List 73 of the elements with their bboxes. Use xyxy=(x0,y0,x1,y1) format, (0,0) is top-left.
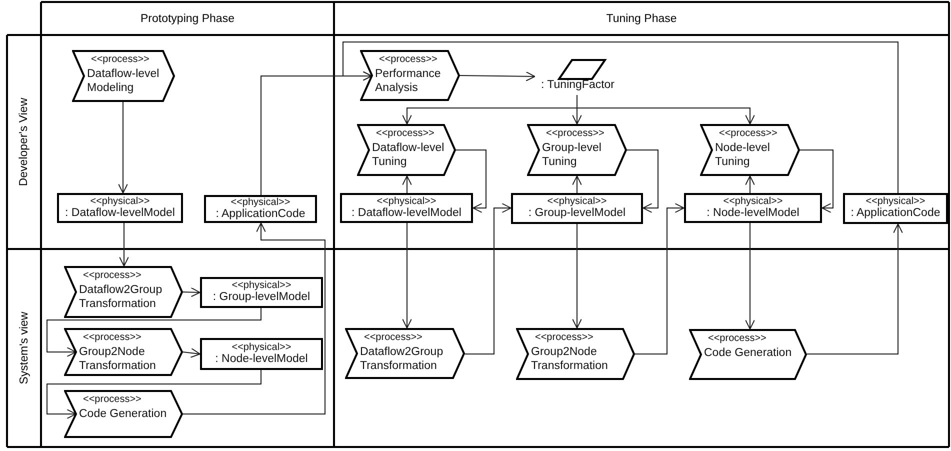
object-box xyxy=(200,338,323,370)
arrow xyxy=(182,222,326,414)
object-box xyxy=(511,193,643,224)
stereotype-label: <<process>> xyxy=(90,55,150,65)
arrow xyxy=(182,287,200,298)
object-box xyxy=(200,277,323,308)
object-name: : Group-levelModel xyxy=(528,207,626,220)
arrow xyxy=(46,370,262,419)
arrow xyxy=(119,222,129,266)
arrow xyxy=(634,203,684,354)
stereotype-label: <<process>> xyxy=(534,333,594,343)
process-name: Code Generation xyxy=(79,407,168,421)
object-box xyxy=(684,193,822,223)
arrow xyxy=(572,224,582,328)
process-name: Node-level Tuning xyxy=(715,141,771,169)
arrow xyxy=(626,150,658,213)
arrow xyxy=(182,348,200,358)
object-name: : Node-levelModel xyxy=(215,352,308,366)
object-name: : Dataflow-levelModel xyxy=(65,206,175,220)
arrow xyxy=(572,176,582,194)
process-name: Group-level Tuning xyxy=(542,141,602,169)
object-box xyxy=(204,195,317,223)
stereotype-label: <<process>> xyxy=(82,333,142,343)
stereotype-label: <<physical>> xyxy=(866,197,926,207)
arrow xyxy=(342,42,898,194)
process-name: Performance Analysis xyxy=(375,67,442,95)
process-name: Group2Node Transformation xyxy=(79,345,157,373)
stereotype-label: <<process>> xyxy=(375,129,436,139)
stereotype-label: <<process>> xyxy=(82,395,142,405)
object-name: : ApplicationCode xyxy=(850,207,940,220)
lane-title: Tuning Phase xyxy=(606,12,677,24)
lane-title: System's view xyxy=(18,312,30,384)
object-box xyxy=(57,193,183,223)
stereotype-label: <<physical>> xyxy=(230,198,290,208)
stereotype-label: <<process>> xyxy=(363,333,424,343)
object-name: : Dataflow-levelModel xyxy=(352,206,462,220)
object-name: : Group-levelModel xyxy=(212,291,310,304)
arrow xyxy=(460,71,536,82)
arrow xyxy=(402,222,412,328)
arrow xyxy=(576,94,755,124)
lane-title: Prototyping Phase xyxy=(140,12,234,24)
lane-title: Developer's View xyxy=(18,98,30,186)
arrow xyxy=(118,102,128,194)
process-name: Dataflow2Group Transformation xyxy=(79,283,164,311)
arrow xyxy=(745,222,755,330)
arrow xyxy=(402,176,412,194)
process-name: Code Generation xyxy=(704,346,793,360)
arrow xyxy=(800,150,834,213)
stereotype-label: <<physical>> xyxy=(376,196,436,206)
stereotype-label: <<process>> xyxy=(718,129,778,139)
object-name: : ApplicationCode xyxy=(216,208,306,220)
object-box xyxy=(843,193,948,224)
arrow xyxy=(806,224,903,354)
stereotype-label: <<process>> xyxy=(378,55,438,65)
stereotype-label: <<process>> xyxy=(707,334,768,344)
arrow xyxy=(46,308,262,357)
object-name: : Node-levelModel xyxy=(706,206,800,220)
stereotype-label: <<physical>> xyxy=(232,281,292,291)
process-name: Dataflow-level Tuning xyxy=(372,141,446,169)
stereotype-label: <<process>> xyxy=(82,271,142,281)
process-name: Dataflow2Group Transformation xyxy=(360,345,444,373)
arrow xyxy=(464,203,512,354)
object-box xyxy=(340,193,473,223)
arrow xyxy=(456,150,486,213)
stereotype-label: <<process>> xyxy=(545,129,606,139)
stereotype-label: <<physical>> xyxy=(90,196,150,206)
process-name: Group2Node Transformation xyxy=(531,345,609,373)
object-name: : TuningFactor xyxy=(541,79,615,92)
stereotype-label: <<physical>> xyxy=(232,342,292,352)
arrow xyxy=(745,176,755,194)
stereotype-label: <<physical>> xyxy=(723,196,783,206)
process-name: Dataflow-level Modeling xyxy=(87,67,160,95)
stereotype-label: <<physical>> xyxy=(547,197,607,207)
